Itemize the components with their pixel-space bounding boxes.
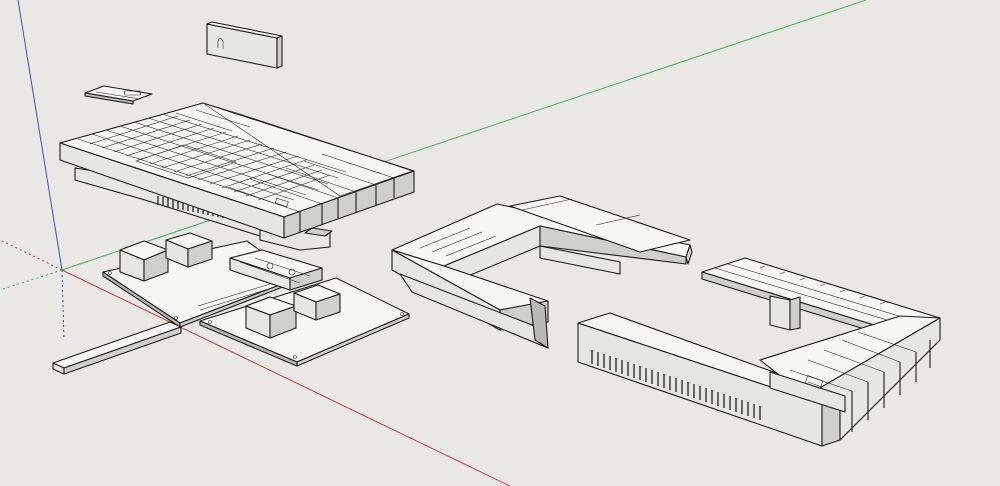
keyboard-top-shell[interactable] <box>59 102 415 251</box>
green-axis <box>61 0 867 271</box>
blue-axis <box>17 0 63 271</box>
axis-lines <box>0 0 867 486</box>
red-axis-dotted <box>0 239 63 271</box>
middle-frame[interactable] <box>391 195 693 349</box>
chip-block-3 <box>245 296 297 339</box>
motherboard-right[interactable] <box>199 277 410 367</box>
chip-block-2 <box>165 232 213 268</box>
expansion-strip[interactable] <box>52 321 182 375</box>
bottom-case-rear-ribs <box>714 263 923 328</box>
port-plate[interactable] <box>84 85 153 105</box>
motherboard-left[interactable] <box>102 232 323 328</box>
keyboard-right-blocks <box>227 153 395 232</box>
chip-block-4 <box>293 284 341 321</box>
connector-assembly <box>229 249 323 291</box>
keyboard-keys <box>77 102 413 208</box>
green-axis-dotted <box>0 269 63 291</box>
rear-bracket[interactable] <box>206 21 283 69</box>
bottom-case-front-vents <box>591 350 761 420</box>
chip-block-1 <box>119 240 169 282</box>
bottom-case-right-segments <box>789 331 931 432</box>
bottom-case[interactable] <box>577 257 941 447</box>
red-axis <box>61 269 511 486</box>
blue-axis-dotted <box>61 269 65 341</box>
